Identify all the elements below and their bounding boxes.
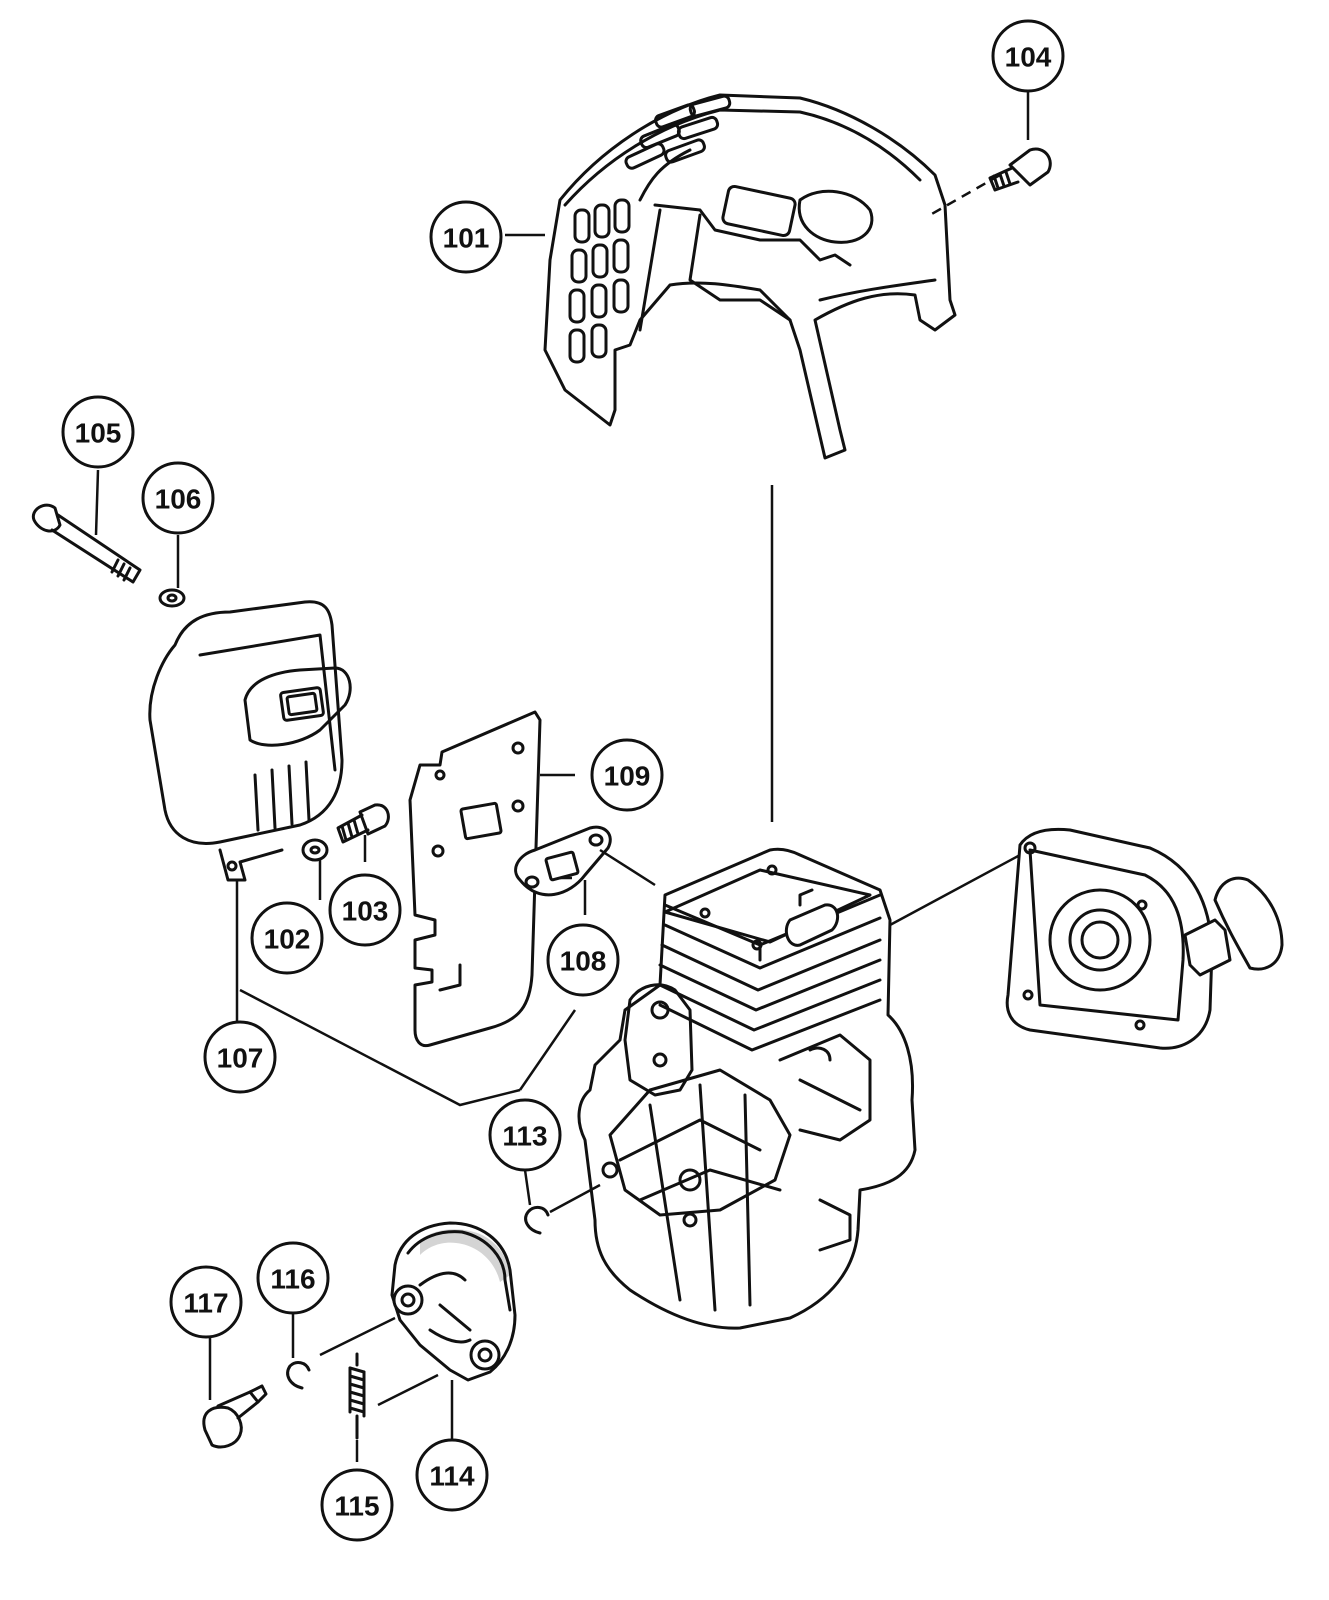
callout-109[interactable]: 109 [590, 738, 664, 812]
callout-117[interactable]: 117 [169, 1265, 243, 1339]
callout-107[interactable]: 107 [203, 1020, 277, 1094]
muffler-drawing [148, 600, 352, 882]
callout-104-label: 104 [1005, 42, 1052, 73]
callout-102[interactable]: 102 [250, 901, 324, 975]
callout-105[interactable]: 105 [61, 395, 135, 469]
callout-113-label: 113 [502, 1121, 547, 1152]
callout-108-label: 108 [560, 946, 607, 977]
screw-104-drawing [988, 147, 1052, 192]
leader-lines [94, 90, 1030, 1462]
callout-109-label: 109 [604, 761, 651, 792]
callout-106[interactable]: 106 [141, 461, 215, 535]
heat-shield-plate-drawing [408, 710, 542, 1048]
callout-115[interactable]: 115 [320, 1468, 394, 1542]
gasket-drawing [514, 825, 612, 897]
washer-106-drawing [158, 588, 186, 608]
callout-101-label: 101 [443, 223, 490, 254]
callout-114[interactable]: 114 [415, 1438, 489, 1512]
callout-102-label: 102 [264, 924, 311, 955]
shoulder-bolt-117-drawing [202, 1384, 268, 1449]
callout-101[interactable]: 101 [429, 200, 503, 274]
clutch-shoe-drawing [390, 1221, 517, 1382]
e-ring-116-drawing [286, 1361, 311, 1390]
callout-116-label: 116 [270, 1264, 315, 1295]
bolt-103-drawing [336, 803, 390, 844]
engine-block-drawing [577, 847, 917, 1330]
callout-113[interactable]: 113 [488, 1098, 562, 1172]
recoil-starter-drawing [1005, 827, 1284, 1050]
callout-117-label: 117 [183, 1288, 228, 1319]
spring-115-drawing [348, 1352, 366, 1440]
callout-103-label: 103 [342, 896, 389, 927]
callout-114-label: 114 [429, 1461, 475, 1492]
callout-104[interactable]: 104 [991, 19, 1065, 93]
long-bolt-105-drawing [31, 503, 142, 584]
washer-102-drawing [301, 838, 329, 862]
callout-115-label: 115 [334, 1491, 379, 1522]
callout-116[interactable]: 116 [256, 1241, 330, 1315]
e-ring-113-drawing [524, 1206, 550, 1235]
cover-vent-slots [568, 94, 732, 364]
callout-105-label: 105 [75, 418, 122, 449]
engine-cover-drawing [543, 93, 957, 460]
callout-103[interactable]: 103 [328, 873, 402, 947]
callout-106-label: 106 [155, 484, 202, 515]
callout-108[interactable]: 108 [546, 923, 620, 997]
callout-107-label: 107 [217, 1043, 264, 1074]
